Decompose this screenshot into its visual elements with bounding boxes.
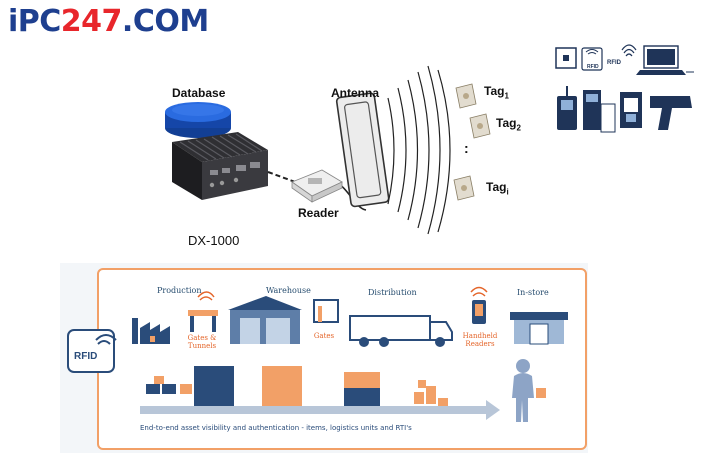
tag-2-label: Tag2 [496,116,521,132]
tag-2-name: Tag [496,116,517,130]
device-label: DX-1000 [188,233,240,248]
rfid-card-icon [581,47,603,71]
tag-2-icon [469,113,491,139]
warehouse-gate-icon [313,299,339,323]
rfid-badge-icon [67,329,117,373]
radio-waves [387,65,451,235]
handheld-line-1: Handheld [462,332,498,340]
stage-instore: In-store [517,288,549,297]
reader-icon [291,169,343,203]
logo-part-ipc: iPC [8,4,61,39]
desktop-reader-icon [620,92,642,128]
production-gate-icon [188,291,218,332]
laptop-icon [636,45,694,75]
store-icon [510,312,568,345]
gates-tunnels-label: Gates & Tunnels [182,334,222,350]
kiosk-reader-icon [583,90,616,133]
factory-icon [132,318,170,344]
gates-tunnels-line-2: Tunnels [187,342,217,350]
tag-i-name: Tag [486,180,507,194]
tag-ellipsis: : [464,140,469,156]
site-logo[interactable]: iPC247.COM [8,2,209,42]
tag-i-icon [453,175,475,201]
supply-chain-frame [97,268,587,450]
rfid-system-diagram [165,44,694,235]
pallet-goods-3 [262,366,302,406]
antenna-label: Antenna [331,86,379,100]
tag-2-subscript: 2 [516,123,521,133]
tag-1-name: Tag [484,84,505,98]
handheld-line-2: Readers [465,340,495,348]
rfid-chip-icon [555,47,577,69]
flow-arrow [140,400,500,420]
handheld-phone-icon [470,286,488,324]
antenna-icon [335,92,390,208]
rfid-signal-icon [621,44,637,57]
tag-1-icon [455,83,477,109]
rfid-badge-label: RFID [74,351,98,362]
pallet-goods-5 [414,380,448,406]
tag-1-label: Tag1 [484,84,509,100]
warehouse-icon [228,296,302,344]
logo-part-com: .COM [121,4,209,39]
pallet-goods-4 [344,372,380,406]
stage-distribution: Distribution [368,288,417,297]
database-label: Database [172,86,226,100]
box-pc-icon [172,132,268,200]
pallet-goods-2 [194,366,234,406]
gates-tunnels-line-1: Gates & [187,334,217,342]
handheld-readers-label: Handheld Readers [460,332,500,348]
reader-label: Reader [298,206,339,220]
stage-production: Production [157,286,202,295]
gates-label: Gates [313,332,335,340]
tag-1-subscript: 1 [504,91,509,101]
shopper-icon [512,359,546,422]
tag-i-label: Tagi [486,180,509,196]
rfid-card-text: RFID [587,64,599,70]
pallet-goods-1 [146,376,192,394]
barcode-gun-icon [650,96,692,130]
logo-part-247: 247 [60,4,123,39]
supply-chain-footer: End-to-end asset visibility and authenti… [140,424,412,432]
pc-reader-connection [267,171,299,184]
stage-warehouse: Warehouse [266,286,311,295]
handheld-reader-icon [557,86,577,130]
database-icon [165,102,231,138]
truck-icon [349,315,453,347]
tag-i-subscript: i [506,187,509,197]
rfid-signal-text: RFID [607,60,621,66]
